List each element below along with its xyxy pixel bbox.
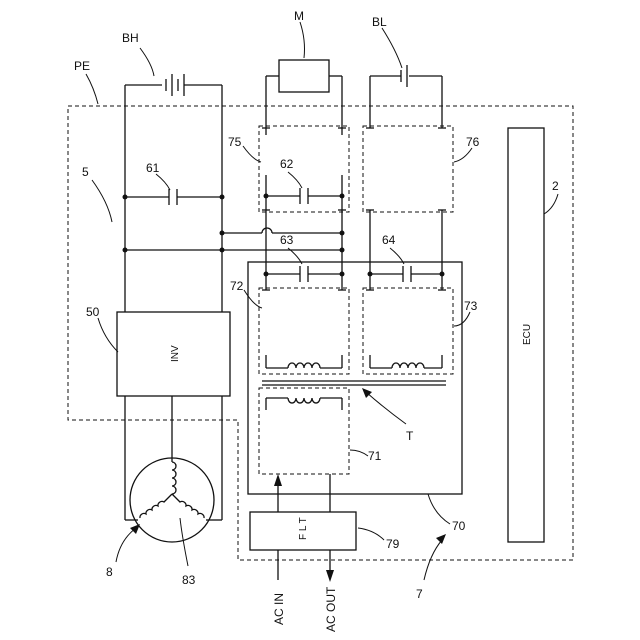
leader-bl	[382, 28, 402, 68]
label-61: 61	[146, 161, 160, 175]
leader-t	[366, 392, 406, 424]
leader-m	[300, 22, 305, 58]
leader-75	[243, 146, 261, 162]
leader-8-arrow	[130, 524, 140, 534]
label-83: 83	[182, 573, 196, 587]
label-t: T	[406, 429, 414, 443]
leader-2	[544, 194, 558, 214]
label-5: 5	[82, 165, 89, 179]
coil-72	[288, 363, 320, 368]
label-2: 2	[552, 179, 559, 193]
leader-76	[454, 148, 472, 162]
label-8: 8	[106, 565, 113, 579]
leader-50	[98, 318, 118, 352]
label-72: 72	[230, 279, 244, 293]
arrow-up	[274, 474, 282, 486]
motor-m-block	[279, 60, 329, 92]
label-70: 70	[452, 519, 466, 533]
block-75	[259, 126, 349, 212]
junction-dot	[340, 194, 345, 199]
label-bh: BH	[122, 31, 139, 45]
leader-5	[92, 180, 112, 222]
block-76	[363, 126, 453, 212]
flt-label: F L T	[298, 517, 309, 540]
label-79: 79	[386, 537, 400, 551]
label-71: 71	[368, 449, 382, 463]
label-73: 73	[464, 299, 478, 313]
ecu-label: ECU	[522, 324, 533, 345]
junction-dot	[123, 248, 128, 253]
leader-83	[180, 518, 188, 566]
pe-boundary	[68, 106, 573, 560]
junction-dot	[264, 194, 269, 199]
leader-72	[244, 290, 262, 308]
leader-61	[156, 174, 170, 190]
junction-dot	[368, 272, 373, 277]
junction-dot	[340, 272, 345, 277]
crossover	[262, 228, 272, 233]
leader-70	[428, 494, 450, 524]
junction-dot	[123, 195, 128, 200]
block-70	[248, 262, 462, 494]
junction-dot	[340, 248, 345, 253]
label-76: 76	[466, 135, 480, 149]
motor-winding	[172, 462, 176, 494]
leader-71	[350, 450, 368, 456]
label-64: 64	[382, 233, 396, 247]
junction-dot	[264, 272, 269, 277]
leader-8	[116, 528, 136, 562]
label-50: 50	[86, 305, 100, 319]
junction-dot	[220, 248, 225, 253]
leader-pe	[86, 74, 98, 104]
label-63: 63	[280, 233, 294, 247]
arrow-down	[326, 570, 334, 582]
motor-winding	[172, 494, 204, 518]
block-73	[363, 288, 453, 374]
junction-dot	[340, 231, 345, 236]
label-bl: BL	[372, 15, 387, 29]
coil-73	[392, 363, 424, 368]
ac-out-label: AC OUT	[324, 586, 338, 632]
inv-label: INV	[170, 345, 181, 362]
junction-dot	[220, 195, 225, 200]
leader-bh	[140, 48, 154, 76]
junction-dot	[440, 272, 445, 277]
coil-71	[288, 398, 320, 403]
leader-62	[288, 172, 302, 188]
label-62: 62	[280, 157, 294, 171]
block-72	[259, 288, 349, 374]
label-pe: PE	[74, 59, 90, 73]
label-7: 7	[416, 587, 423, 601]
ac-in-label: AC IN	[272, 593, 286, 625]
leader-7-arrow	[436, 534, 446, 544]
leader-79	[358, 528, 384, 540]
label-m: M	[294, 9, 304, 23]
junction-dot	[220, 231, 225, 236]
label-75: 75	[228, 135, 242, 149]
motor-winding	[140, 494, 172, 518]
